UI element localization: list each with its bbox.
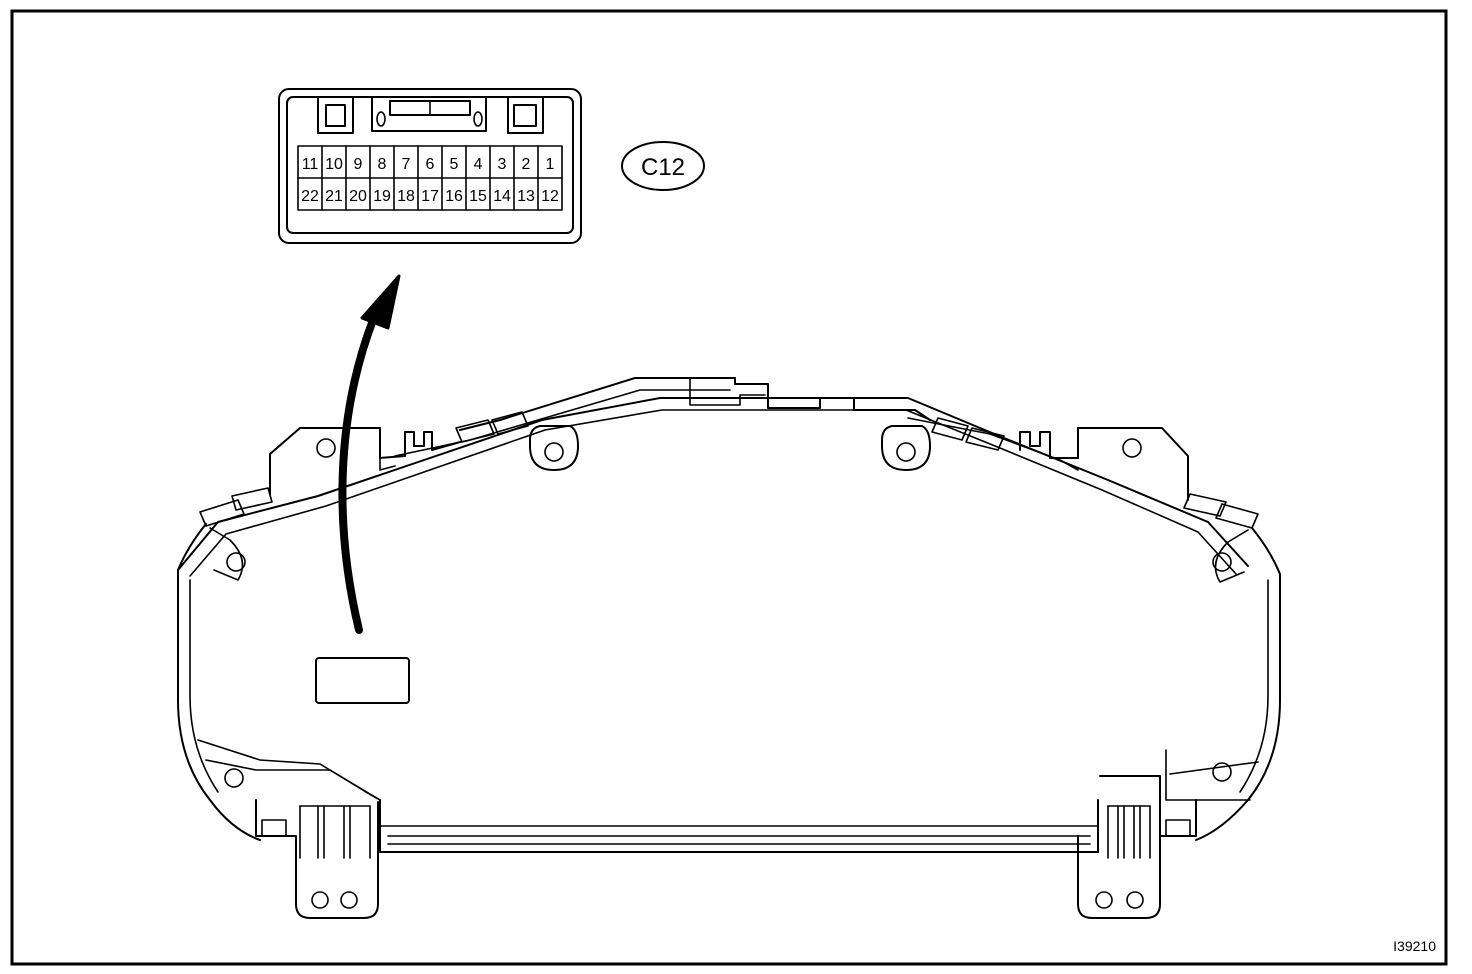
pin-number: 7 bbox=[402, 156, 411, 173]
pin-number: 20 bbox=[349, 188, 367, 205]
pin-number: 12 bbox=[541, 188, 559, 205]
pin-number: 16 bbox=[445, 188, 463, 205]
pin-number: 10 bbox=[325, 156, 343, 173]
connector-label-c12: C12 bbox=[621, 141, 705, 191]
figure-id: I39210 bbox=[1393, 938, 1436, 954]
pin-number: 22 bbox=[301, 188, 319, 205]
meter-connector-socket bbox=[315, 657, 410, 704]
pin-number: 15 bbox=[469, 188, 487, 205]
combination-meter bbox=[177, 377, 1281, 919]
pin-number: 4 bbox=[474, 156, 483, 173]
pin-number: 3 bbox=[498, 156, 507, 173]
pin-number: 14 bbox=[493, 188, 511, 205]
pin-number: 8 bbox=[378, 156, 387, 173]
pin-number: 2 bbox=[522, 156, 531, 173]
pin-number: 9 bbox=[354, 156, 363, 173]
pin-number: 6 bbox=[426, 156, 435, 173]
pin-number: 13 bbox=[517, 188, 535, 205]
pin-number: 5 bbox=[450, 156, 459, 173]
pin-number: 18 bbox=[397, 188, 415, 205]
connector-label: C12 bbox=[641, 154, 685, 181]
figure-frame bbox=[10, 9, 1448, 966]
pin-number: 21 bbox=[325, 188, 343, 205]
pin-number: 17 bbox=[421, 188, 439, 205]
pin-number: 11 bbox=[302, 156, 319, 173]
pin-number: 19 bbox=[373, 188, 391, 205]
direction-arrow bbox=[338, 274, 401, 634]
pin-number: 1 bbox=[546, 156, 555, 173]
